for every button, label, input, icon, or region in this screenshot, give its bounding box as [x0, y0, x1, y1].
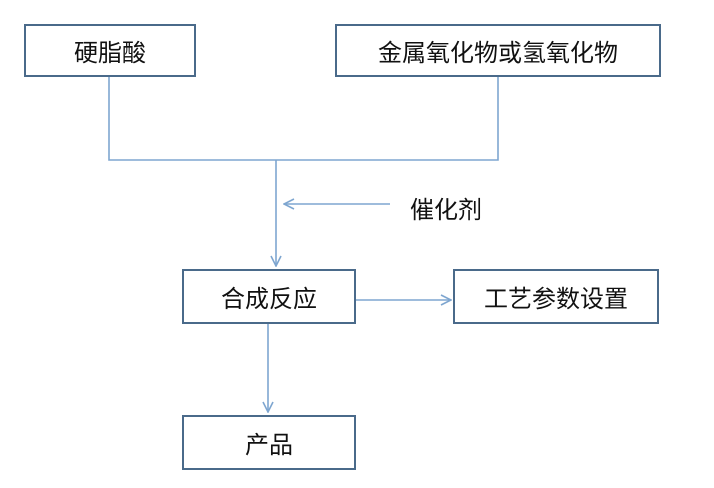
node-metal-oxide: 金属氧化物或氢氧化物: [335, 24, 661, 77]
node-synthesis: 合成反应: [182, 269, 356, 324]
node-metal-oxide-label: 金属氧化物或氢氧化物: [378, 39, 618, 67]
node-process-params-label: 工艺参数设置: [484, 285, 628, 313]
node-stearic-acid-label: 硬脂酸: [74, 39, 146, 67]
node-catalyst-label: 催化剂: [410, 196, 482, 224]
node-process-params: 工艺参数设置: [453, 269, 659, 324]
merge-connector: [108, 77, 499, 161]
node-product: 产品: [182, 415, 356, 470]
node-product-label: 产品: [245, 431, 293, 459]
node-synthesis-label: 合成反应: [221, 285, 317, 313]
node-stearic-acid: 硬脂酸: [24, 24, 196, 77]
